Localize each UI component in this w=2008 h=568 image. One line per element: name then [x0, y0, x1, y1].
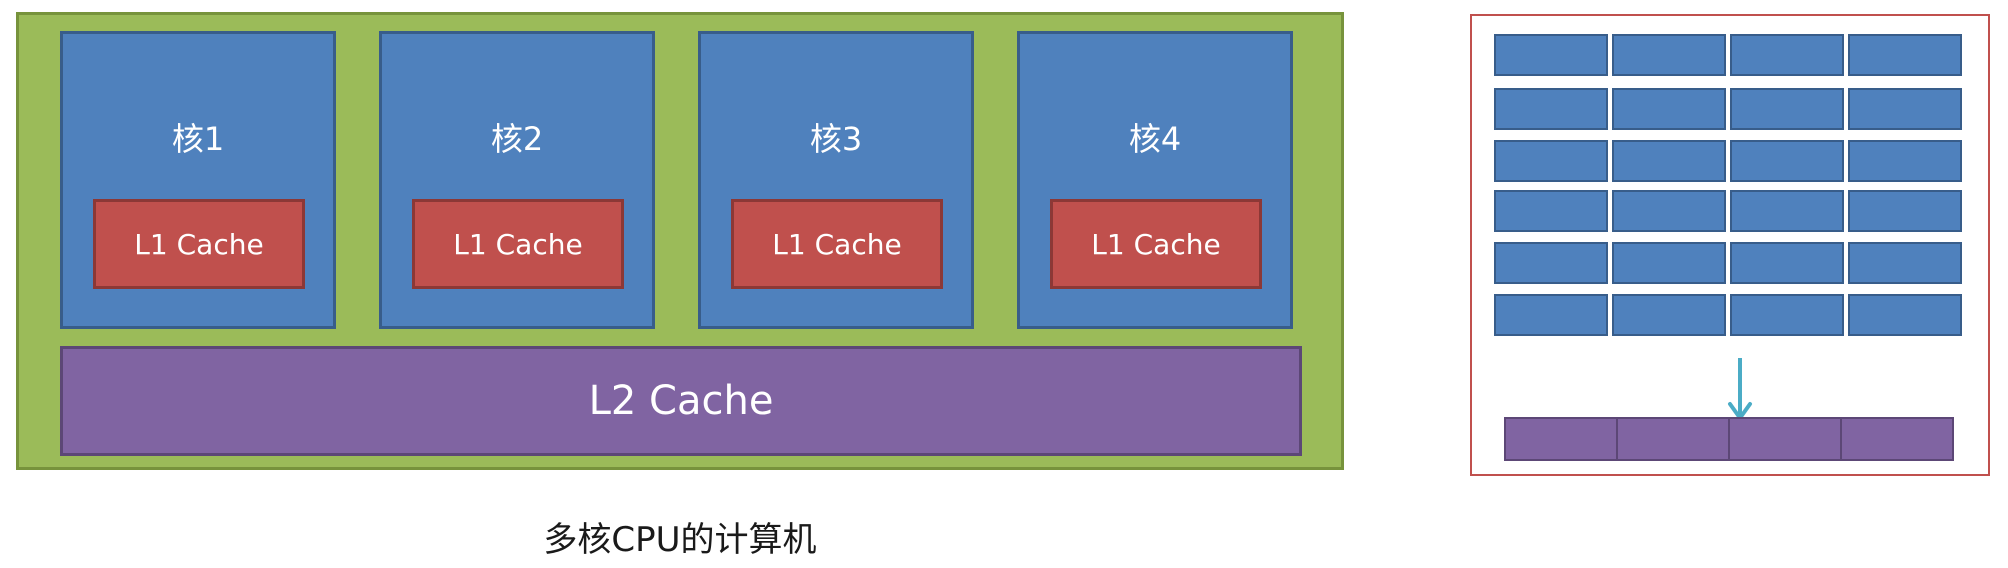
core-label: 核1 — [171, 120, 225, 158]
cpu-diagram: 核1 L1 Cache 核2 L1 Cache 核3 L1 Cache 核4 L… — [16, 12, 1344, 470]
grid-block — [1494, 140, 1608, 182]
core-3: 核3 L1 Cache — [698, 31, 974, 329]
grid-block — [1612, 140, 1726, 182]
l2-cache: L2 Cache — [60, 346, 1302, 456]
grid-block — [1494, 88, 1608, 130]
grid-block — [1612, 242, 1726, 284]
bottom-bar — [1504, 417, 1954, 461]
l1-cache: L1 Cache — [412, 199, 624, 289]
grid-block — [1494, 294, 1608, 336]
bottom-bar-segment — [1730, 419, 1842, 459]
grid-block — [1730, 88, 1844, 130]
core-2: 核2 L1 Cache — [379, 31, 655, 329]
grid-block — [1848, 294, 1962, 336]
grid-block — [1612, 294, 1726, 336]
grid-block — [1848, 190, 1962, 232]
grid-block — [1848, 34, 1962, 76]
l1-cache: L1 Cache — [93, 199, 305, 289]
bottom-bar-segment — [1506, 419, 1618, 459]
grid-block — [1730, 242, 1844, 284]
core-label: 核3 — [809, 120, 863, 158]
core-1: 核1 L1 Cache — [60, 31, 336, 329]
diagram-caption: 多核CPU的计算机 — [543, 520, 817, 560]
grid-block — [1848, 88, 1962, 130]
bottom-bar-segment — [1842, 419, 1952, 459]
grid-block — [1612, 34, 1726, 76]
bottom-bar-segment — [1618, 419, 1730, 459]
grid-block — [1730, 190, 1844, 232]
grid-block — [1848, 140, 1962, 182]
grid-block — [1730, 34, 1844, 76]
grid-block — [1848, 242, 1962, 284]
down-arrow-icon — [1728, 358, 1752, 420]
grid-block — [1494, 34, 1608, 76]
grid-block — [1730, 140, 1844, 182]
grid-block — [1730, 294, 1844, 336]
core-label: 核4 — [1128, 120, 1182, 158]
grid-block — [1612, 190, 1726, 232]
l1-cache: L1 Cache — [731, 199, 943, 289]
core-label: 核2 — [490, 120, 544, 158]
grid-block — [1494, 242, 1608, 284]
grid-block — [1612, 88, 1726, 130]
grid-block — [1494, 190, 1608, 232]
core-4: 核4 L1 Cache — [1017, 31, 1293, 329]
memory-grid-diagram — [1470, 14, 1990, 476]
l1-cache: L1 Cache — [1050, 199, 1262, 289]
